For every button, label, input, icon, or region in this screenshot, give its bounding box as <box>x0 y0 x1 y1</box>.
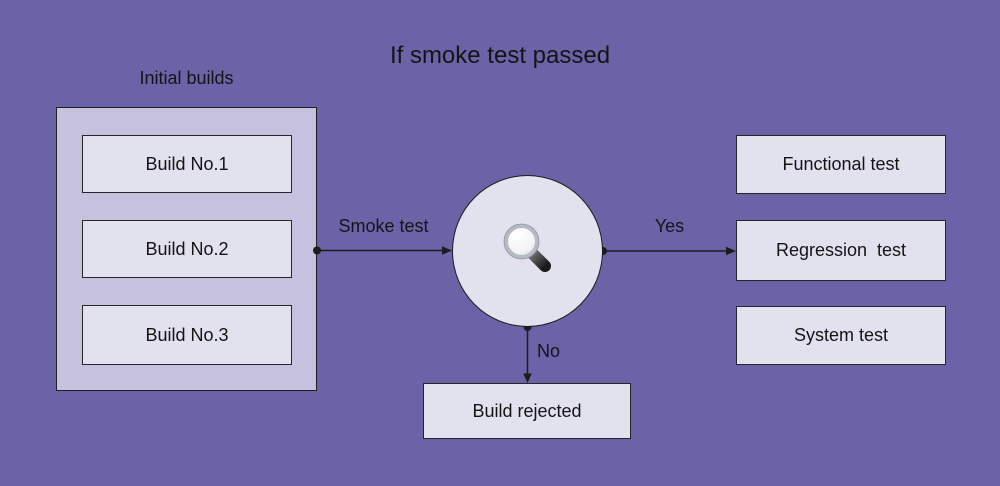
page-title: If smoke test passed <box>389 42 611 69</box>
node-functional-test[interactable]: Functional test <box>736 135 946 194</box>
node-build-1[interactable]: Build No.1 <box>82 135 292 193</box>
node-build-3-label: Build No.3 <box>145 324 229 345</box>
edge-no-arrow <box>523 323 532 383</box>
node-build-3[interactable]: Build No.3 <box>82 305 292 365</box>
node-build-2-label: Build No.2 <box>145 238 229 259</box>
node-build-1-label: Build No.1 <box>145 153 229 174</box>
edge-no-label: No <box>537 341 561 361</box>
initial-builds-group[interactable]: Build No.1 Build No.2 Build No.3 <box>56 107 317 391</box>
node-build-2[interactable]: Build No.2 <box>82 220 292 278</box>
magnifier-icon <box>500 221 556 282</box>
edge-smoke-test-arrow <box>313 246 452 255</box>
node-build-rejected[interactable]: Build rejected <box>423 383 631 439</box>
node-regression-test-label: Regression test <box>775 240 907 260</box>
edge-yes-arrow <box>599 246 736 256</box>
edge-yes-label: Yes <box>654 216 685 236</box>
edge-smoke-test-label: Smoke test <box>338 216 429 236</box>
decision-circle[interactable] <box>452 175 603 327</box>
node-build-rejected-label: Build rejected <box>472 400 582 421</box>
node-regression-test[interactable]: Regression test <box>736 220 946 281</box>
node-functional-test-label: Functional test <box>782 154 900 174</box>
node-system-test[interactable]: System test <box>736 306 946 365</box>
initial-builds-label: Initial builds <box>139 68 234 88</box>
node-system-test-label: System test <box>793 325 889 345</box>
